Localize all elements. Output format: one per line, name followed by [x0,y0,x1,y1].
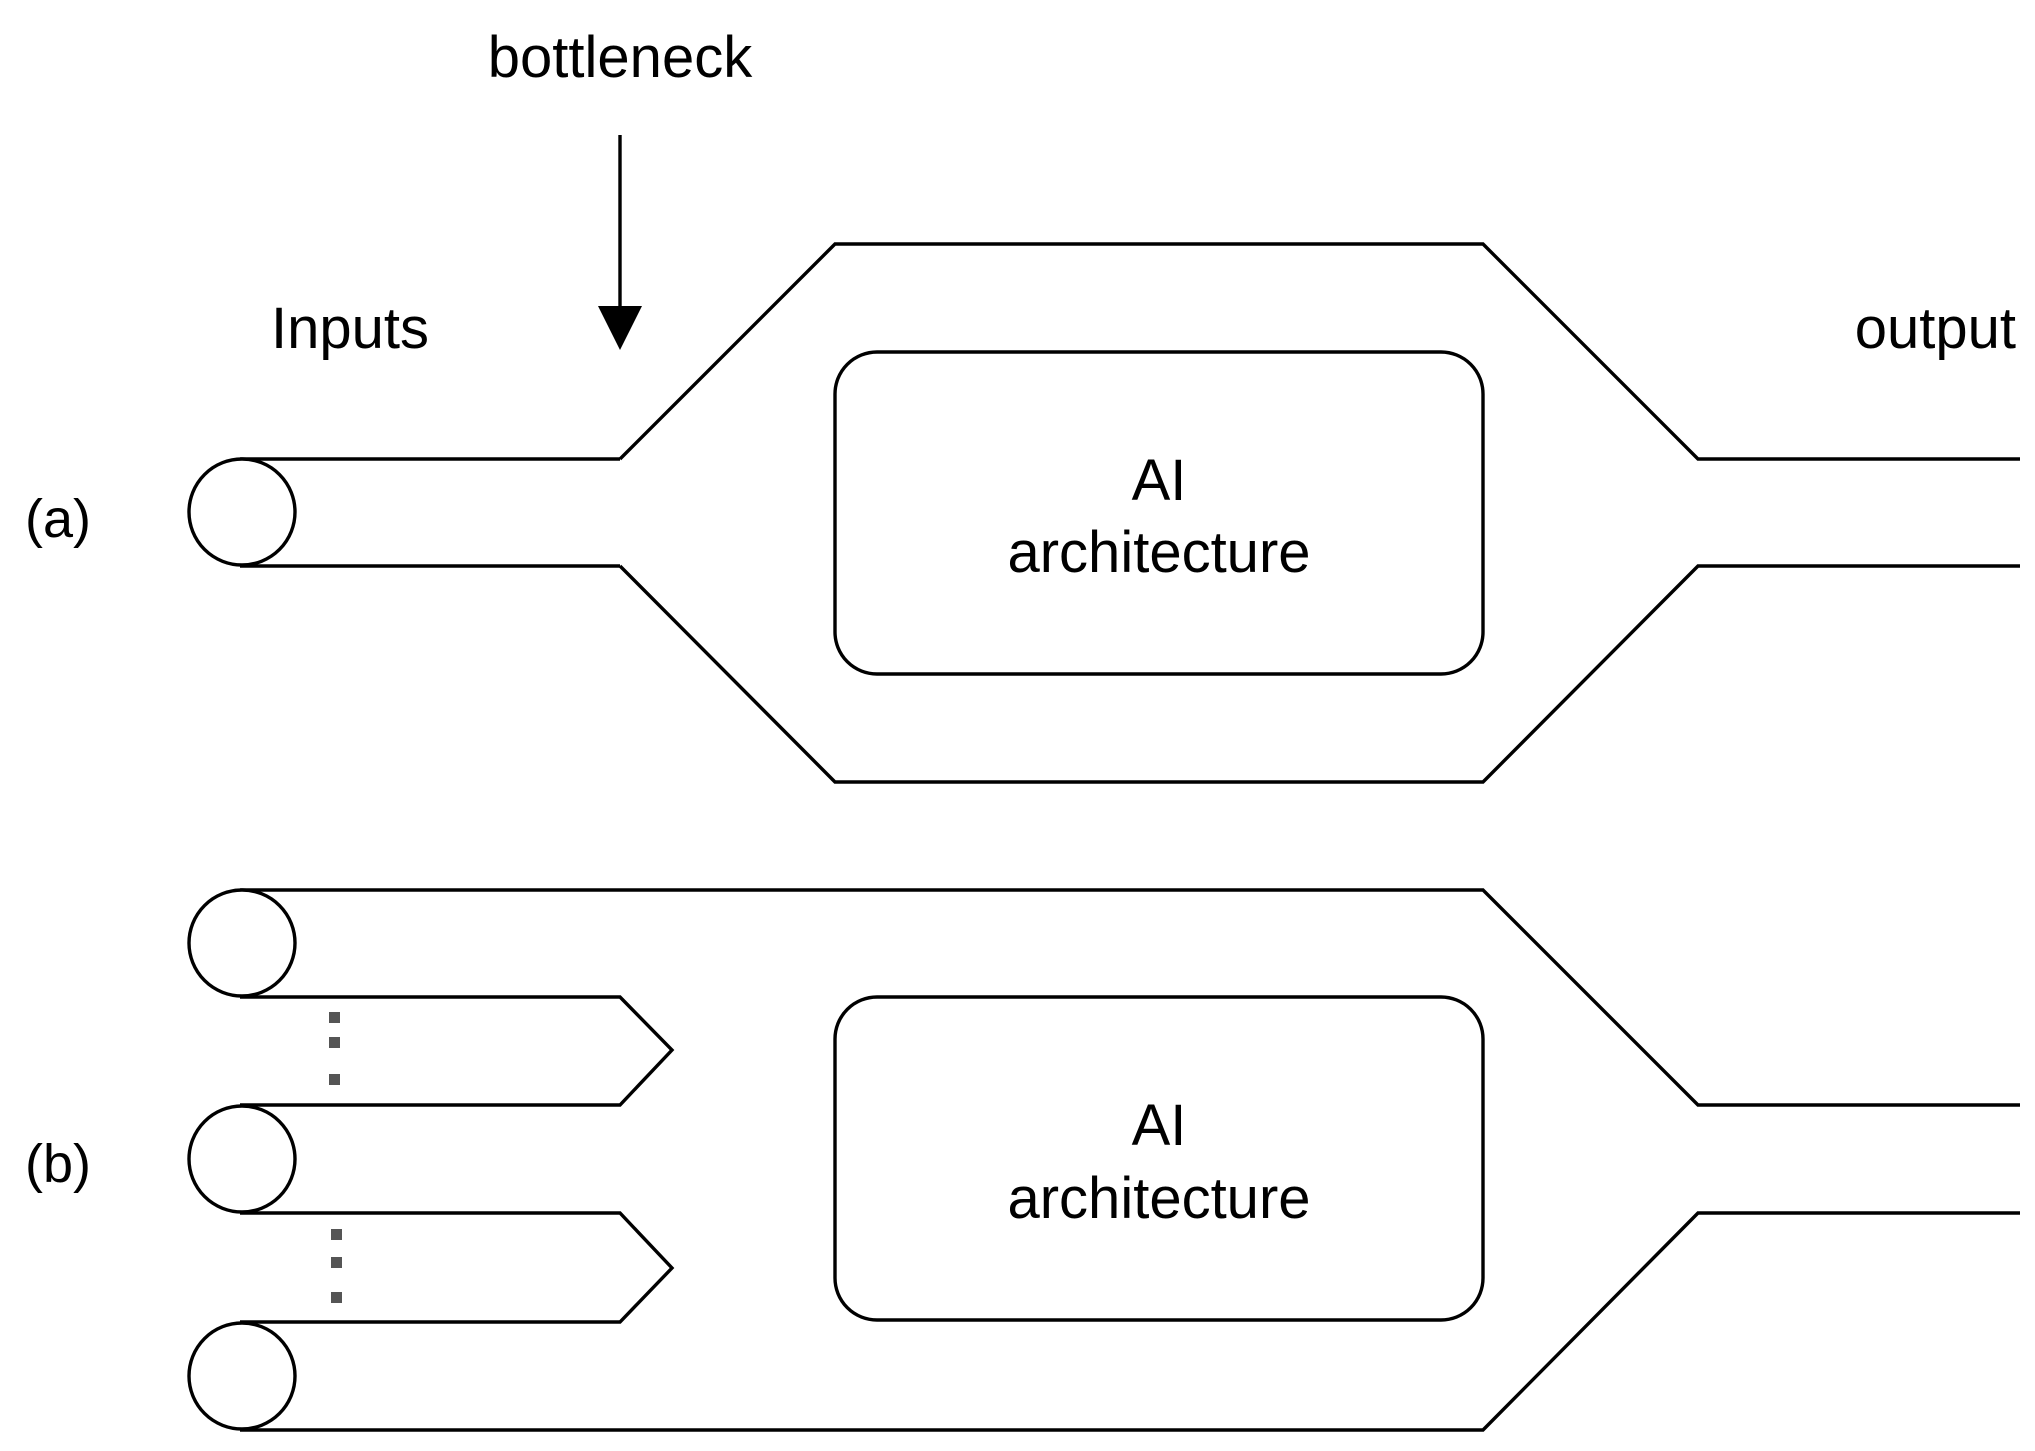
panel-b-label: (b) [25,1134,91,1194]
panel-b-channel-bottom [240,1211,2020,1432]
bottleneck-arrow-head [598,306,642,350]
panel-b-separator-2 [240,1211,675,1324]
panel-a-box-line1: AI [1132,448,1187,513]
panel-b-box-line2: architecture [1007,1166,1310,1231]
panel-a-input-node [187,457,297,567]
panel-a: (a) AI architecture [25,242,2020,784]
panel-b-input-node-3 [187,1321,297,1431]
bottleneck-label: bottleneck [488,25,753,90]
output-label: output [1855,296,2016,361]
panel-b-channel-top [240,888,2020,1107]
panel-b-input-node-2 [187,1104,297,1214]
panel-a-ai-architecture-box [833,350,1485,676]
panel-b-ellipsis-1 [329,1012,340,1085]
panel-a-channel-bottom [618,564,2020,784]
panel-a-box-line2: architecture [1007,520,1310,585]
inputs-label: Inputs [271,296,429,361]
panel-a-channel-top [618,242,2020,461]
panel-b-input-node-1 [187,888,297,998]
panel-b-ai-architecture-box [833,995,1485,1322]
panel-b-separator-1 [240,995,675,1107]
panel-b-box-line1: AI [1132,1093,1187,1158]
panel-a-label: (a) [25,489,91,549]
panel-b-ellipsis-2 [331,1229,342,1303]
panel-b: (b) AI architecture [25,888,2020,1432]
